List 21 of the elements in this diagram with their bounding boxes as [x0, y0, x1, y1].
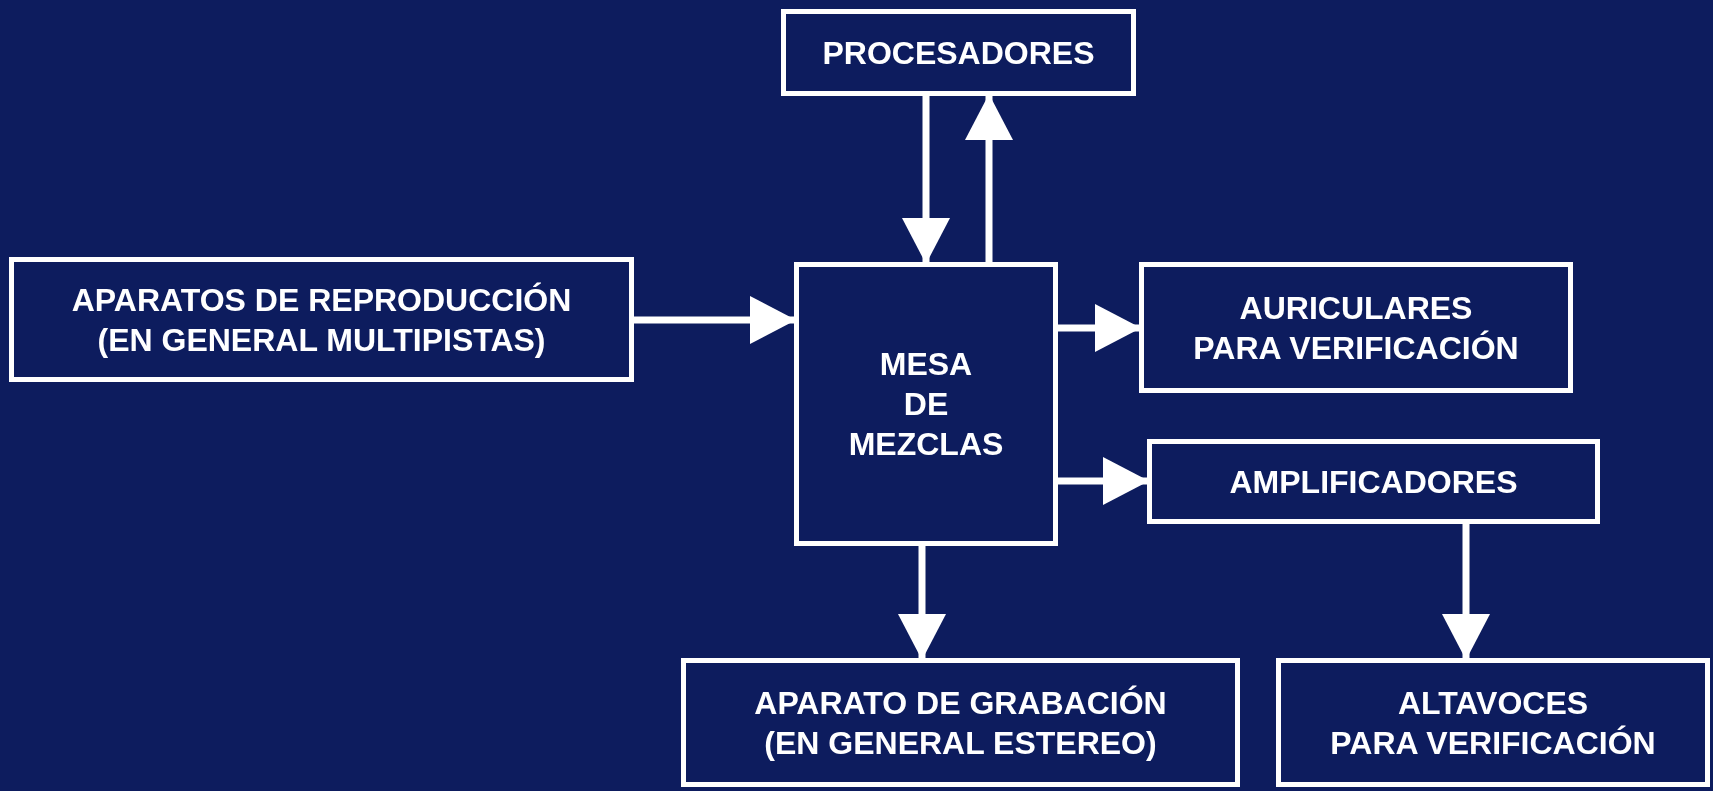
arrow — [634, 296, 796, 344]
process-box — [1139, 262, 1573, 393]
process-box — [794, 262, 1058, 546]
node-label: APARATO DE GRABACIÓN (EN GENERAL ESTEREO) — [754, 683, 1167, 763]
node-label: APARATOS DE REPRODUCCIÓN (EN GENERAL MULTIPISTAS) — [71, 280, 572, 360]
arrow — [1442, 524, 1490, 660]
process-box — [1147, 439, 1600, 524]
arrow — [1058, 457, 1149, 505]
arrow — [898, 546, 946, 660]
node-label: MESA DE MEZCLAS — [848, 345, 1004, 464]
node-label: AURICULARES PARA VERIFICACIÓN — [1193, 288, 1519, 368]
node-label: AMPLIFICADORES — [1229, 462, 1518, 502]
node-label: PROCESADORES — [822, 33, 1095, 73]
process-box — [681, 658, 1240, 787]
arrow — [902, 96, 950, 264]
arrow — [965, 94, 1013, 262]
process-box — [781, 9, 1136, 96]
process-box — [1276, 658, 1710, 787]
node-label: ALTAVOCES PARA VERIFICACIÓN — [1330, 683, 1656, 763]
process-box — [9, 257, 634, 382]
arrow — [1058, 304, 1141, 352]
